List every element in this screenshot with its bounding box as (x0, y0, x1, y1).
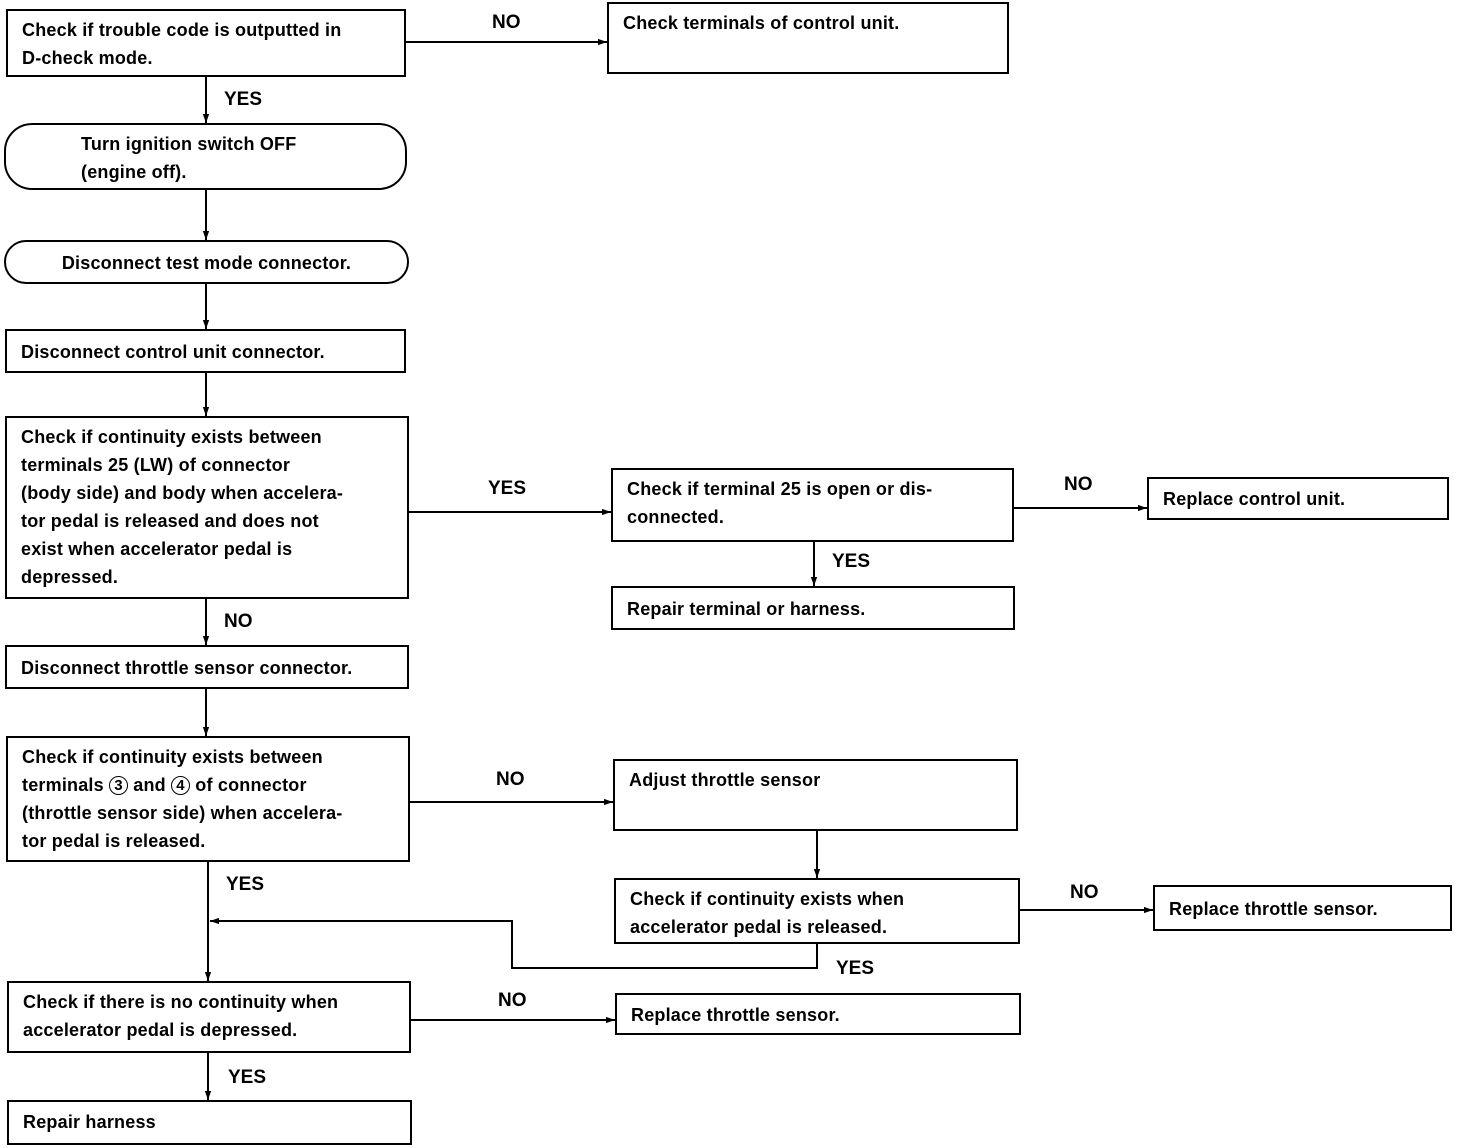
step-check-trouble-code: Check if trouble code is outputted in D-… (6, 9, 406, 77)
label-no-n1-n2: NO (492, 12, 521, 33)
step-check-terminals-control-unit: Check terminals of control unit. (607, 2, 1009, 74)
label-yes-n7-n9: YES (832, 551, 871, 572)
label-no-n13-n14: NO (1070, 882, 1099, 903)
step-check-continuity-released: Check if continuity exists when accelera… (614, 878, 1020, 944)
step-repair-harness: Repair harness (7, 1100, 412, 1145)
step-check-continuity-terminal-25: Check if continuity exists between termi… (5, 416, 409, 599)
step-check-no-continuity-depressed: Check if there is no continuity when acc… (7, 981, 411, 1053)
n11-line-1: Check if continuity exists between (22, 747, 323, 767)
label-no-n7-n8: NO (1064, 474, 1093, 495)
step-check-continuity-terminals-3-4: Check if continuity exists between termi… (6, 736, 410, 862)
step-replace-throttle-sensor-1: Replace throttle sensor. (1153, 885, 1452, 931)
step-disconnect-control-unit-connector: Disconnect control unit connector. (5, 329, 406, 373)
step-replace-throttle-sensor-2: Replace throttle sensor. (615, 993, 1021, 1035)
label-no-n15-n16: NO (498, 990, 527, 1011)
label-no-n6-n10: NO (224, 611, 253, 632)
n11-connector-text: of connector (195, 775, 307, 795)
n11-line-3: (throttle sensor side) when accelera- (22, 803, 343, 823)
step-repair-terminal-or-harness: Repair terminal or harness. (611, 586, 1015, 630)
arrow-n13-loop (210, 917, 818, 969)
step-disconnect-test-mode-connector: Disconnect test mode connector. (4, 240, 409, 284)
label-yes-n15-n17: YES (228, 1067, 267, 1088)
step-check-terminal-25-open: Check if terminal 25 is open or dis- con… (611, 468, 1014, 542)
n11-terminals-text: terminals (22, 775, 104, 795)
n11-line-4: tor pedal is released. (22, 831, 206, 851)
step-disconnect-throttle-sensor-connector: Disconnect throttle sensor connector. (5, 645, 409, 689)
terminal-3-marker: 3 (109, 776, 129, 795)
label-yes-n1-n3: YES (224, 89, 263, 110)
step-turn-ignition-off: Turn ignition switch OFF (engine off). (4, 123, 407, 190)
step-replace-control-unit: Replace control unit. (1147, 477, 1449, 520)
step-adjust-throttle-sensor: Adjust throttle sensor (613, 759, 1018, 831)
label-no-n11-n12: NO (496, 769, 525, 790)
n11-line-2: terminals 3 and 4 of connector (22, 771, 394, 799)
label-yes-n11-n15: YES (226, 874, 265, 895)
n11-and-text: and (133, 775, 166, 795)
label-yes-n6-n7: YES (488, 478, 527, 499)
label-yes-n13-loop: YES (836, 958, 875, 979)
terminal-4-marker: 4 (171, 776, 191, 795)
